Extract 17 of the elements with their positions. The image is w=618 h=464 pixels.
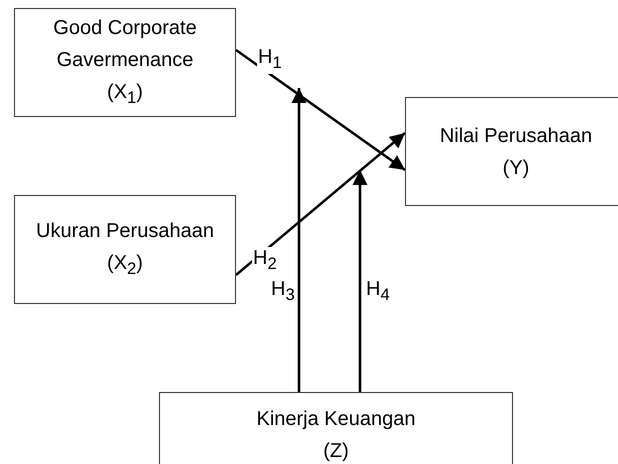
arrow <box>352 170 368 392</box>
arrow <box>235 48 406 172</box>
variable-box <box>14 8 236 117</box>
variable-label: Good Corporate Gavermenance <box>52 16 198 72</box>
edge-label: H$_{1}$ <box>257 46 283 74</box>
variable-label: Kinerja Keuangan <box>256 407 416 432</box>
variable-label: (X$_{2}$) <box>107 250 143 280</box>
variable-label: (Y) <box>502 156 530 180</box>
variable-label: (X$_{1}$) <box>107 80 143 108</box>
variable-box <box>14 195 236 304</box>
variable-label: (Z) <box>323 439 349 464</box>
variable-label: Ukuran Perusahaan <box>36 218 214 244</box>
arrow <box>235 132 406 276</box>
variable-box <box>159 392 513 464</box>
variable-box <box>405 97 618 206</box>
variable-label: Nilai Perusahaan <box>440 124 592 148</box>
arrow <box>292 88 306 392</box>
